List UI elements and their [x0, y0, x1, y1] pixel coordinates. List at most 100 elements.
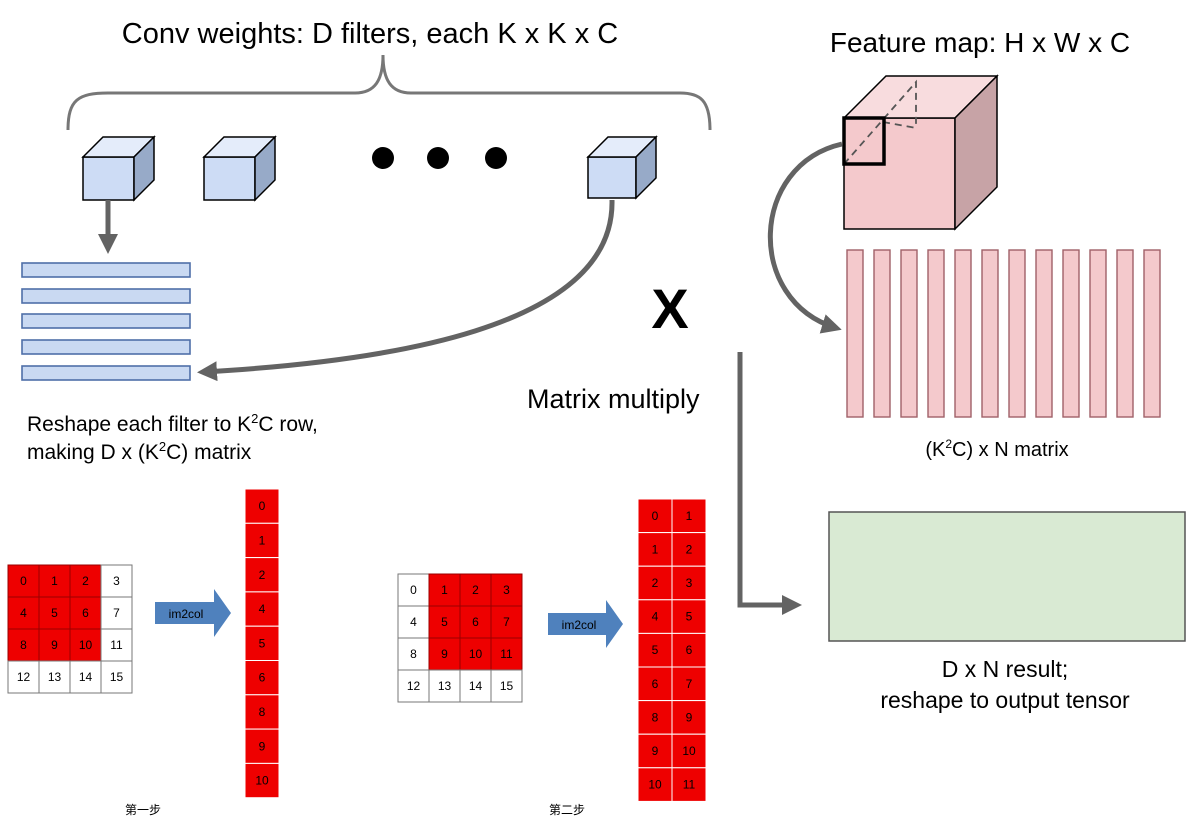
grid-cell: [100, 596, 133, 630]
column-cell-value: 2: [652, 576, 659, 590]
grid-cell: [100, 628, 133, 662]
grid-cell: [490, 669, 523, 703]
grid-cell: [428, 669, 461, 703]
grid-cell-value: 2: [472, 583, 479, 597]
feature-map-title: Feature map: H x W x C: [830, 27, 1130, 58]
column-cell: [671, 498, 707, 534]
grid-cell: [69, 596, 102, 630]
grid-cell-value: 7: [113, 606, 120, 620]
step1-im2col-label: im2col: [169, 607, 204, 621]
grid-cell-value: 6: [82, 606, 89, 620]
step2-im2col-arrow: im2col: [548, 600, 623, 648]
column-cell: [244, 488, 280, 524]
matrix-column: [1143, 249, 1161, 418]
grid-cell-value: 1: [51, 574, 58, 588]
grid-cell: [490, 605, 523, 639]
result-matrix: [828, 511, 1186, 642]
grid-cell-value: 2: [82, 574, 89, 588]
matrix-column: [927, 249, 945, 418]
column-cell: [244, 522, 280, 559]
feature-curve-arrow: [767, 141, 843, 334]
column-cell-value: 0: [259, 499, 266, 513]
matrix-multiply-label: Matrix multiply: [527, 384, 700, 414]
matrix-column: [954, 249, 972, 418]
column-cell: [244, 591, 280, 627]
step2-caption: 第二步: [549, 803, 585, 817]
k2c-matrix-label: (K2C) x N matrix: [925, 437, 1068, 461]
grid-cell-value: 12: [407, 679, 421, 693]
grid-cell: [7, 628, 40, 662]
column-cell-value: 8: [652, 710, 659, 724]
grid-cell: [397, 637, 430, 671]
grid-cell-value: 14: [469, 679, 483, 693]
column-cell-value: 1: [686, 509, 693, 523]
grid-cell-value: 3: [113, 574, 120, 588]
column-cell-value: 2: [259, 568, 266, 582]
column-cell-value: 6: [259, 671, 266, 685]
column-cell-value: 9: [686, 710, 693, 724]
filter-cube-last: [586, 135, 658, 200]
grid-cell-value: 3: [503, 583, 510, 597]
matrix-column: [1089, 249, 1107, 418]
column-cell-value: 0: [652, 509, 659, 523]
column-cell: [671, 599, 707, 634]
column-cell: [637, 767, 673, 802]
grid-cell: [7, 564, 40, 598]
grid-cell-value: 15: [500, 679, 514, 693]
filter-curve-arrow: [197, 199, 615, 382]
column-cell-value: 10: [648, 778, 662, 792]
grid-cell-value: 5: [51, 606, 58, 620]
grid-cell-value: 9: [441, 647, 448, 661]
reshape-label-line2: making D x (K2C) matrix: [27, 439, 252, 464]
filter-cube-1: [81, 135, 156, 202]
reshape-label-line1: Reshape each filter to K2C row,: [27, 411, 318, 436]
column-cell: [637, 532, 673, 567]
grid-cell: [38, 628, 71, 662]
grid-cell-value: 6: [472, 615, 479, 629]
grid-cell: [38, 564, 71, 598]
grid-cell-value: 13: [48, 670, 62, 684]
column-cell-value: 6: [652, 677, 659, 691]
column-cell: [244, 557, 280, 593]
column-cell-value: 8: [259, 705, 266, 719]
column-cell: [637, 599, 673, 634]
grid-cell-value: 10: [79, 638, 93, 652]
column-cell-value: 10: [255, 774, 269, 788]
grid-cell: [459, 605, 492, 639]
column-cell-value: 4: [259, 602, 266, 616]
result-arrow: [737, 352, 802, 615]
filter-matrix: [21, 262, 191, 381]
grid-cell-value: 8: [20, 638, 27, 652]
column-cell-value: 3: [686, 576, 693, 590]
grid-cell-value: 10: [469, 647, 483, 661]
grid-cell-value: 11: [500, 647, 513, 661]
k2c-by-n-matrix: [846, 249, 1161, 418]
matrix-column: [1062, 249, 1080, 418]
matrix-column: [900, 249, 918, 418]
grid-cell: [397, 573, 430, 607]
grid-cell: [38, 596, 71, 630]
column-cell-value: 5: [686, 610, 693, 624]
step2-im2col-label: im2col: [562, 618, 597, 632]
column-cell-value: 1: [652, 542, 659, 556]
grid-cell-value: 4: [20, 606, 27, 620]
grid-cell-value: 13: [438, 679, 452, 693]
step1-im2col-arrow: im2col: [155, 589, 231, 637]
grid-cell: [459, 669, 492, 703]
column-cell: [244, 762, 280, 799]
matrix-column: [1008, 249, 1026, 418]
grid-cell: [69, 660, 102, 694]
column-cell: [671, 632, 707, 668]
column-cell: [671, 767, 707, 802]
grid-cell-value: 5: [441, 615, 448, 629]
column-cell-value: 11: [683, 778, 696, 792]
column-cell: [244, 625, 280, 662]
column-cell-value: 1: [259, 533, 266, 547]
column-cell: [244, 728, 280, 764]
grid-cell-value: 15: [110, 670, 124, 684]
grid-cell-value: 8: [410, 647, 417, 661]
